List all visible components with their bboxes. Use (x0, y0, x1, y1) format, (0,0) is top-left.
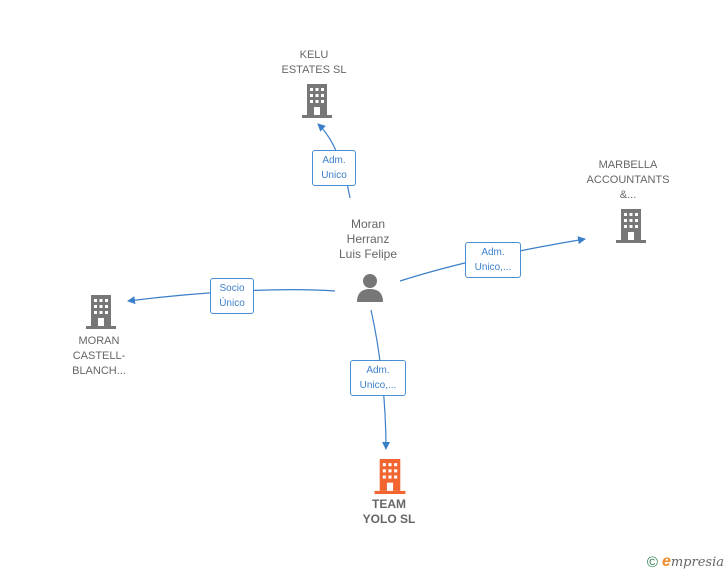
relation-line: Unico,... (359, 380, 397, 391)
building-icon-highlighted[interactable] (374, 459, 406, 494)
building-icon[interactable] (302, 84, 332, 118)
relation-line: Socio (219, 283, 245, 294)
relation-line: Adm. (322, 155, 346, 166)
company-label-marbella[interactable]: MARBELLA ACCOUNTANTS &... (587, 158, 670, 203)
brand-logo[interactable]: empresia (662, 553, 724, 571)
company-name-line: BLANCH... (72, 365, 126, 377)
company-name-line: MARBELLA (598, 159, 658, 171)
relation-label-moran[interactable]: Socio Único (210, 278, 254, 314)
relation-label-marbella[interactable]: Adm. Unico,... (465, 242, 521, 278)
building-icon[interactable] (86, 295, 116, 329)
company-label-moran[interactable]: MORAN CASTELL- BLANCH... (72, 334, 126, 379)
relation-line: Unico,... (474, 262, 512, 273)
footer-brand: © empresia (647, 553, 724, 571)
company-label-kelu[interactable]: KELU ESTATES SL (281, 48, 346, 78)
brand-initial: e (661, 553, 671, 570)
brand-name: mpresia (670, 555, 724, 570)
person-label[interactable]: Moran Herranz Luis Felipe (339, 217, 397, 262)
person-name-line: Moran (350, 217, 385, 231)
relation-label-team[interactable]: Adm. Unico,... (350, 360, 406, 396)
person-icon[interactable] (355, 272, 385, 302)
company-name-line: ESTATES SL (281, 64, 347, 76)
company-name-line: ACCOUNTANTS (586, 174, 670, 186)
relation-line: Único (219, 298, 245, 309)
copyright-icon: © (646, 553, 658, 571)
company-label-team[interactable]: TEAM YOLO SL (363, 497, 416, 527)
company-name-line: CASTELL- (72, 350, 126, 362)
person-name-line: Luis Felipe (338, 247, 398, 261)
relation-label-kelu[interactable]: Adm. Unico (312, 150, 356, 186)
company-name-line: MORAN (78, 335, 120, 347)
company-name-line: TEAM (371, 497, 406, 511)
relation-line: Adm. (366, 365, 390, 376)
person-name-line: Herranz (346, 232, 390, 246)
company-name-line: YOLO SL (362, 512, 416, 526)
building-icon[interactable] (616, 209, 646, 243)
relation-line: Unico (321, 170, 347, 181)
relation-line: Adm. (481, 247, 505, 258)
company-name-line: &... (619, 189, 637, 201)
company-name-line: KELU (299, 49, 329, 61)
